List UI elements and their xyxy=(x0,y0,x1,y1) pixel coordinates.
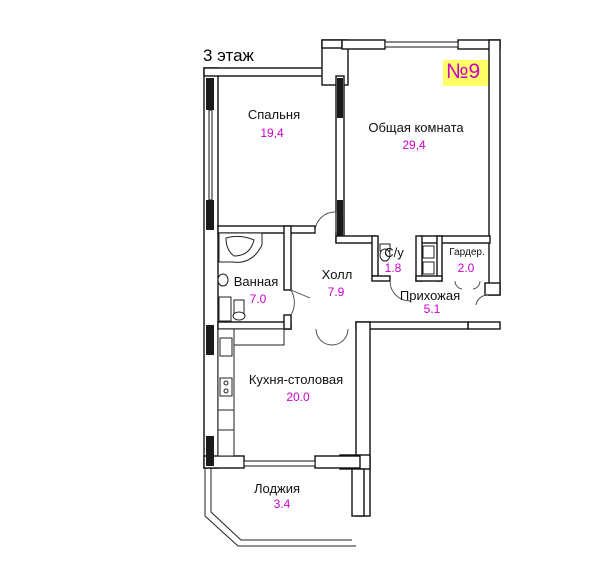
bedroom-window xyxy=(206,78,214,110)
bedroom-door xyxy=(314,211,337,233)
wc-door xyxy=(389,280,411,302)
corridor-wall xyxy=(355,321,469,330)
room-area-loggia: 3.4 xyxy=(273,497,291,511)
room-area-wardrobe: 2.0 xyxy=(457,261,475,275)
bedroom-top-wall xyxy=(203,67,338,77)
apartment-number-badge xyxy=(443,60,489,86)
room-area-entrance: 5.1 xyxy=(423,302,441,316)
bathroom-door xyxy=(290,289,295,316)
room-name-living-room: Общая комната xyxy=(368,120,464,135)
bathtub xyxy=(218,232,263,263)
kitchen-door xyxy=(315,328,333,346)
room-area-wc: 1.8 xyxy=(384,261,402,275)
floor-label: 3 этаж xyxy=(203,46,254,65)
room-area-hall: 7.9 xyxy=(327,285,345,299)
stove-icon xyxy=(219,377,233,397)
kitchen-sink-icon xyxy=(219,337,233,357)
room-area-bathroom: 7.0 xyxy=(249,292,267,306)
room-name-bathroom: Ванная xyxy=(233,274,279,289)
wc-left-wall xyxy=(371,235,379,277)
room-name-bedroom: Спальня xyxy=(247,107,301,122)
room-name-entrance: Прихожая xyxy=(399,288,461,303)
loggia-outline xyxy=(204,468,356,547)
living-room-window xyxy=(384,41,459,48)
bedroom-bottom-wall xyxy=(217,225,316,234)
washing-machine-icon xyxy=(218,296,232,322)
bath-sink-icon xyxy=(217,273,229,287)
room-area-bedroom: 19,4 xyxy=(260,126,284,140)
wardrobe-door xyxy=(454,280,481,290)
wc-sink-icon xyxy=(422,261,435,275)
entrance-door xyxy=(475,294,489,306)
kitchen-window xyxy=(243,460,316,467)
right-exterior-wall xyxy=(488,39,501,296)
living-room-top-wall xyxy=(341,39,386,50)
bathroom-right-wall xyxy=(283,225,292,291)
room-name-loggia: Лоджия xyxy=(253,481,301,496)
room-name-hall: Холл xyxy=(321,267,353,282)
room-name-wc: С/у xyxy=(384,245,404,260)
apartment-number: №9 xyxy=(446,60,481,83)
room-name-kitchen: Кухня-столовая xyxy=(248,372,344,387)
room-name-wardrobe: Гардер. xyxy=(449,247,485,258)
room-area-living-room: 29,4 xyxy=(402,138,426,152)
room-area-kitchen: 20.0 xyxy=(286,390,310,404)
